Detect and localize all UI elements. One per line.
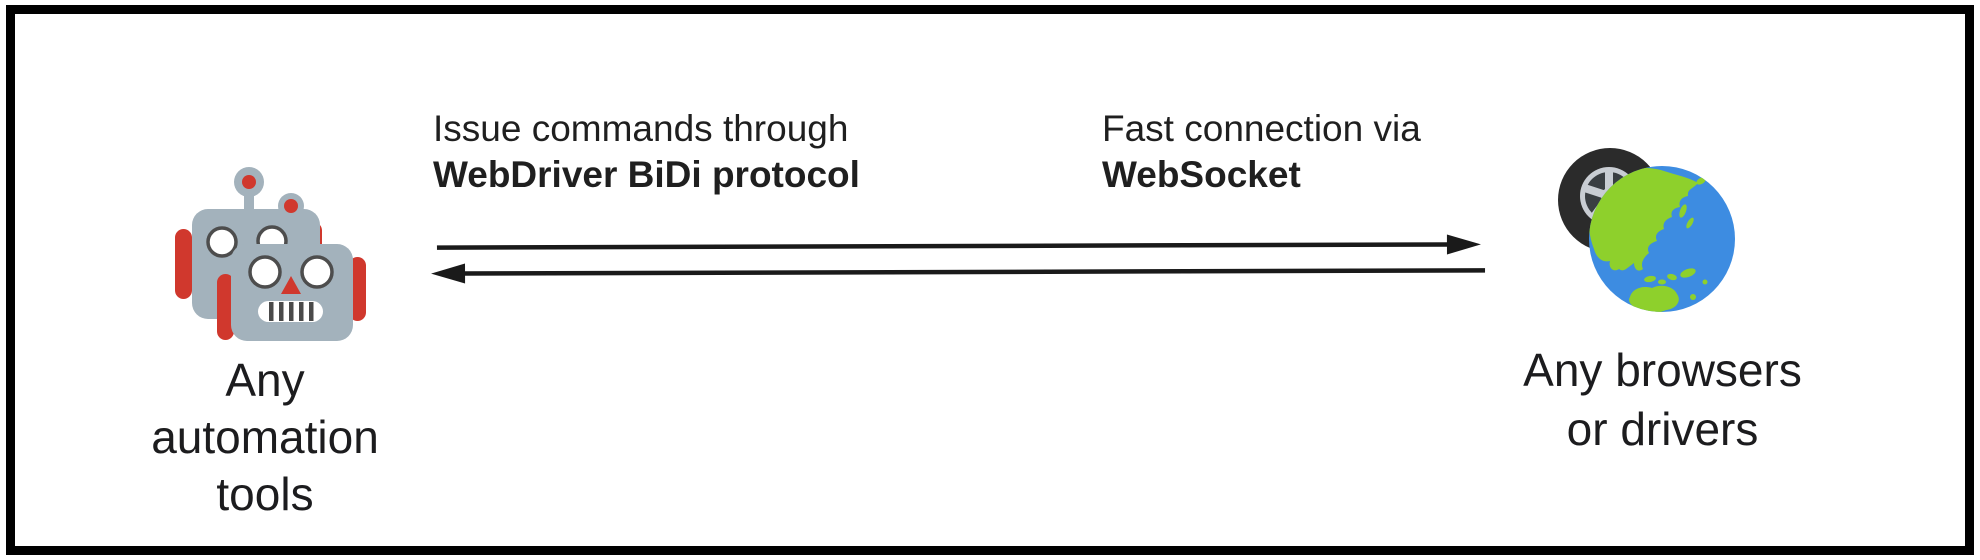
left-label-line-1: Any — [225, 354, 305, 406]
diagram-frame: Any automation tools Issue commands thro… — [6, 5, 1974, 555]
connection-annotation-line-2: WebSocket — [1102, 154, 1301, 195]
left-node-label: Any automation tools — [105, 352, 425, 523]
left-label-line-2: automation — [151, 411, 379, 463]
globe-icon — [1589, 166, 1735, 312]
robot-mouth-teeth — [269, 302, 314, 321]
bidirectional-arrows — [431, 234, 1486, 284]
arrow-right-icon — [436, 234, 1481, 255]
commands-annotation-line-1: Issue commands through — [433, 108, 849, 149]
browsers-drivers-icon — [1558, 148, 1735, 312]
left-label-line-3: tools — [216, 468, 314, 520]
robot-front-icon — [217, 193, 366, 341]
automation-tools-icon — [175, 167, 366, 341]
connection-annotation: Fast connection via WebSocket — [1102, 106, 1421, 198]
commands-annotation-line-2: WebDriver BiDi protocol — [433, 154, 860, 195]
right-label-line-1: Any browsers — [1523, 344, 1802, 396]
commands-annotation: Issue commands through WebDriver BiDi pr… — [433, 106, 860, 198]
globe-landmasses — [1589, 167, 1708, 312]
arrow-left-icon — [431, 263, 1486, 284]
connection-annotation-line-1: Fast connection via — [1102, 108, 1421, 149]
right-label-line-2: or drivers — [1566, 403, 1759, 455]
right-node-label: Any browsers or drivers — [1495, 341, 1830, 459]
